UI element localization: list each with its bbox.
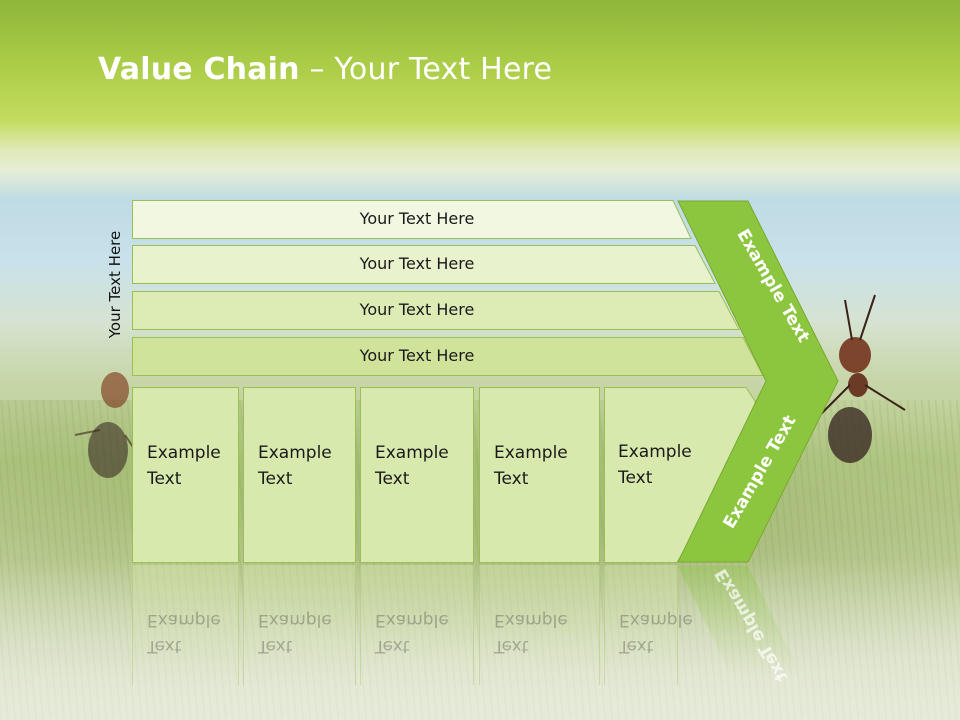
column-text-line2: Text [258, 469, 293, 489]
ant-image-right [819, 294, 906, 463]
row-label: Your Text Here [359, 346, 475, 365]
column-text-line2: Text [494, 469, 529, 489]
reflection-text-line1: Example [375, 610, 449, 630]
column-text-line2: Text [618, 468, 653, 488]
reflection-text: Text Example [147, 607, 221, 659]
title-bold-part: Value Chain [98, 52, 300, 87]
row-label: Your Text Here [359, 300, 475, 319]
chain-row-2: Your Text Here [132, 245, 716, 284]
chain-row-1: Your Text Here [132, 200, 692, 239]
chain-row-4: Your Text Here [132, 337, 764, 376]
column-reflection-2: Text Example [243, 565, 356, 685]
slide-title: Value Chain – Your Text Here [98, 52, 552, 87]
reflection-text-line1: Example [258, 610, 332, 630]
chain-row-3: Your Text Here [132, 291, 740, 330]
reflection-text-line2: Text [147, 636, 182, 656]
row-shape [132, 200, 692, 239]
column-text-line2: Text [147, 469, 182, 489]
title-regular-part: – Your Text Here [299, 52, 553, 87]
reflection-text-line1: Example [494, 610, 568, 630]
column-text-line1: Example [618, 442, 692, 462]
chevron-arrow [677, 200, 839, 563]
chevron-reflection [678, 566, 801, 675]
bottom-mist [0, 560, 960, 720]
column-text-line1: Example [258, 443, 332, 463]
row-shape [132, 245, 716, 284]
side-label: Your Text Here [106, 230, 124, 339]
reflection-text-line2: Text [619, 636, 654, 656]
column-text-line1: Example [375, 443, 449, 463]
column-reflection-3: Text Example [360, 565, 474, 685]
column-text-line2: Text [375, 469, 410, 489]
row-shape [132, 291, 740, 330]
reflection-text-line2: Text [494, 636, 529, 656]
reflection-text: Text Example [258, 607, 332, 659]
column-reflection-1: Text Example [132, 565, 239, 685]
column-reflection-4: Text Example [479, 565, 600, 685]
row-label: Your Text Here [359, 209, 475, 228]
reflection-text-line1: Example [147, 610, 221, 630]
row-label: Your Text Here [359, 254, 475, 273]
reflection-text: Text Example [375, 607, 449, 659]
reflection-text: Text Example [494, 607, 568, 659]
column-text-line1: Example [147, 443, 221, 463]
reflection-text-line2: Text [258, 636, 293, 656]
column-text-line1: Example [494, 443, 568, 463]
reflection-text-line2: Text [375, 636, 410, 656]
